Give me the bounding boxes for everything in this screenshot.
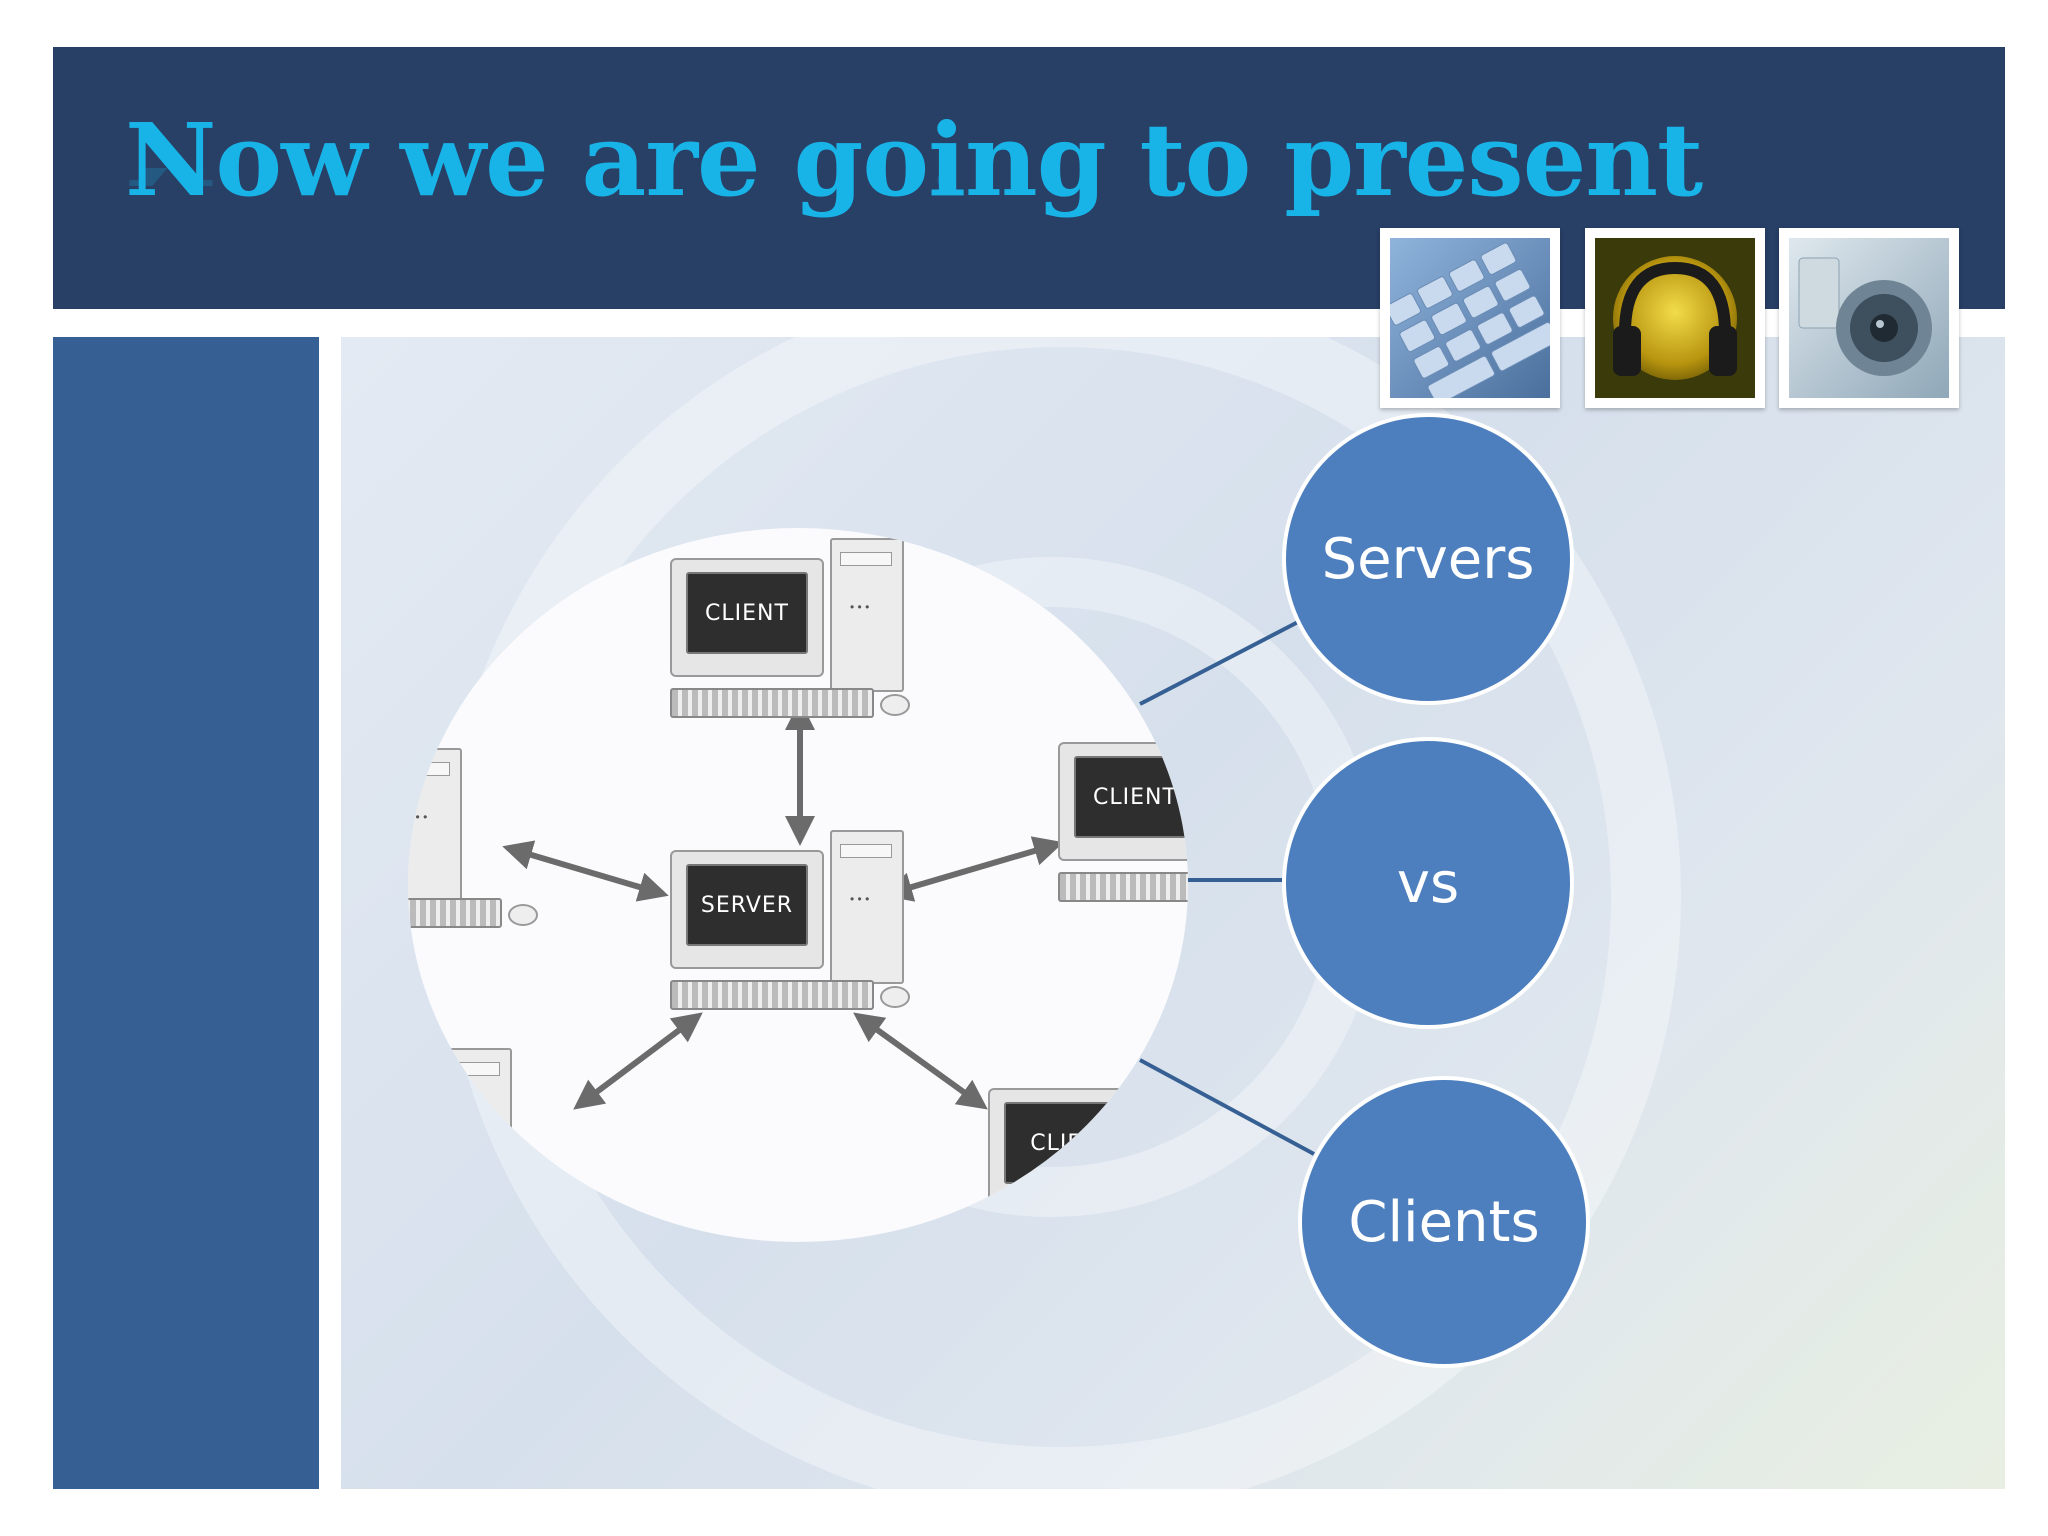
network-diagram: CLIENT SERVER CLIENT CLIEN: [408, 528, 1188, 1242]
clients-bubble: Clients: [1298, 1076, 1590, 1368]
left-column: [53, 337, 319, 1489]
slide-title-reflection: Now we are going to present: [125, 168, 1702, 208]
client-screen-label: CLIENT: [686, 572, 808, 654]
keyboard-icon: [1390, 238, 1550, 398]
servers-bubble: Servers: [1282, 413, 1574, 705]
client-computer-top: CLIENT: [670, 538, 920, 738]
speaker-thumbnail: [1779, 228, 1959, 408]
client-screen-label-right: CLIENT: [1074, 756, 1188, 838]
headphones-icon: [1595, 238, 1755, 398]
headphones-thumbnail: [1585, 228, 1765, 408]
keyboard-thumbnail: [1380, 228, 1560, 408]
client-computer-right: CLIENT: [1058, 742, 1188, 922]
server-computer: SERVER: [670, 830, 920, 1030]
client-computer-bottom-left: [408, 1048, 552, 1242]
vs-label: vs: [1396, 850, 1460, 916]
client-screen-label-bottom: CLIEN: [1004, 1102, 1126, 1184]
network-arrows: [502, 700, 1064, 1110]
servers-label: Servers: [1321, 526, 1535, 592]
client-computer-left: [408, 748, 538, 948]
speaker-icon: [1789, 238, 1949, 398]
slide-title: Now we are going to present: [125, 101, 1703, 219]
client-computer-bottom-right: CLIEN: [988, 1068, 1188, 1242]
vs-bubble: vs: [1282, 737, 1574, 1029]
server-screen-label: SERVER: [686, 864, 808, 946]
clients-label: Clients: [1348, 1189, 1540, 1255]
